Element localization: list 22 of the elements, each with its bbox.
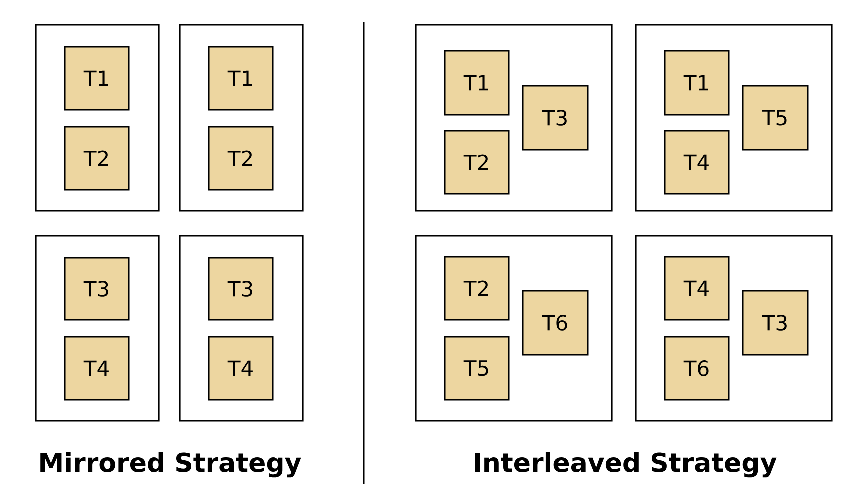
task-tile: T6 — [522, 290, 589, 356]
task-tile: T1 — [444, 50, 510, 116]
task-tile: T1 — [64, 46, 130, 111]
task-tile: T3 — [522, 85, 589, 151]
task-tile: T4 — [664, 256, 730, 321]
task-tile: T2 — [208, 126, 274, 191]
strategy-caption: Interleaved Strategy — [475, 452, 777, 478]
task-tile: T4 — [208, 336, 274, 401]
task-tile: T3 — [208, 257, 274, 321]
task-tile: T3 — [64, 257, 130, 321]
task-tile: T1 — [208, 46, 274, 111]
task-tile: T5 — [444, 336, 510, 401]
task-tile: T1 — [664, 50, 730, 116]
task-tile: T4 — [664, 130, 730, 195]
task-tile: T5 — [742, 85, 809, 151]
task-tile: T2 — [64, 126, 130, 191]
strategy-caption: Mirrored Strategy — [40, 452, 302, 478]
task-tile: T4 — [64, 336, 130, 401]
task-tile: T6 — [664, 336, 730, 401]
task-tile: T2 — [444, 130, 510, 195]
task-tile: T2 — [444, 256, 510, 321]
task-tile: T3 — [742, 290, 809, 356]
